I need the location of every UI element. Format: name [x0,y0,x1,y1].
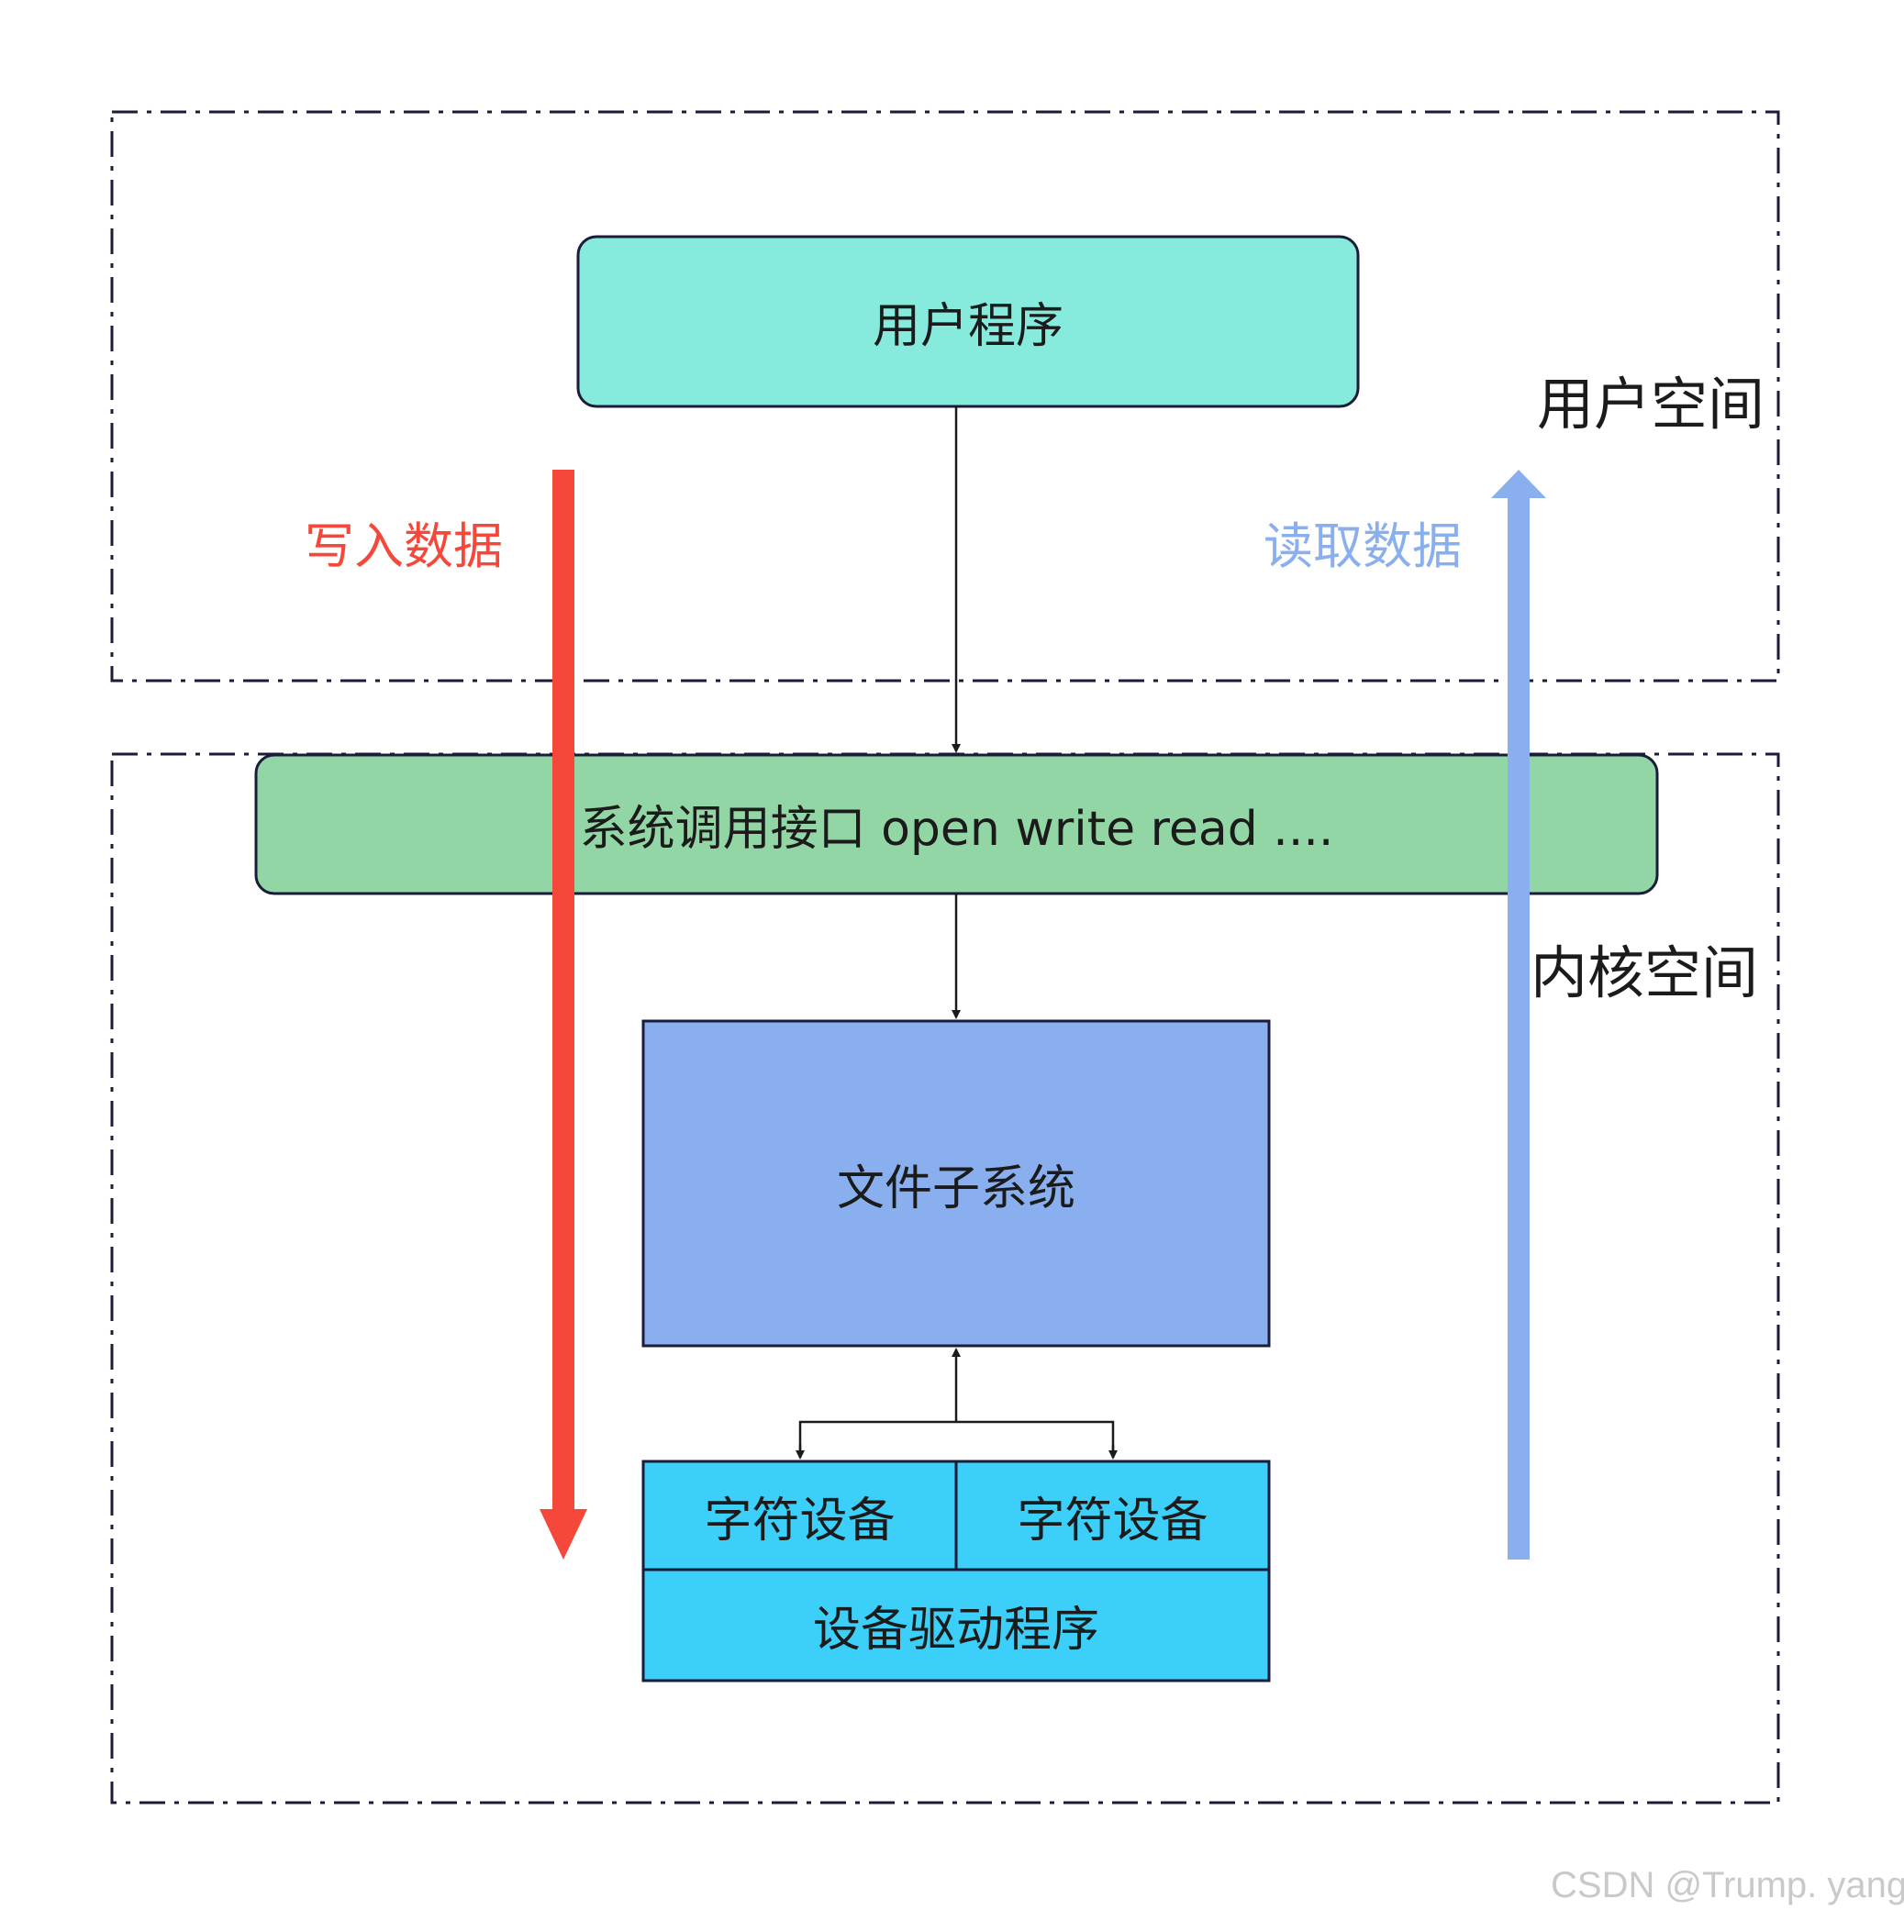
char-device-right-label: 字符设备 [1017,1493,1208,1549]
read-data-label: 读取数据 [1264,516,1462,575]
connector-branch [798,1420,1115,1458]
read-data-arrow-shaft [1508,495,1530,1560]
write-data-arrow-shaft [552,470,574,1511]
user-program-box [576,235,1360,408]
device-driver-label: 设备驱动程序 [812,1603,1099,1658]
user-space-region [110,110,1780,683]
write-data-arrow-head [540,1509,587,1560]
kernel-space-label: 内核空间 [1531,939,1759,1006]
syscall-interface-label: 系统调用接口 open write read .... [579,802,1334,857]
file-subsystem-label: 文件子系统 [836,1160,1075,1216]
char-device-left-label: 字符设备 [704,1493,896,1549]
watermark: CSDN @Trump. yang [1551,1865,1904,1905]
user-program-label: 用户程序 [872,299,1063,354]
write-data-label: 写入数据 [305,516,503,575]
device-driver-box [641,1568,1271,1682]
read-data-arrow-head [1491,470,1546,498]
user-space-label: 用户空间 [1537,371,1765,438]
char-device-right-box [954,1460,1271,1571]
file-subsystem-box [641,1019,1271,1348]
